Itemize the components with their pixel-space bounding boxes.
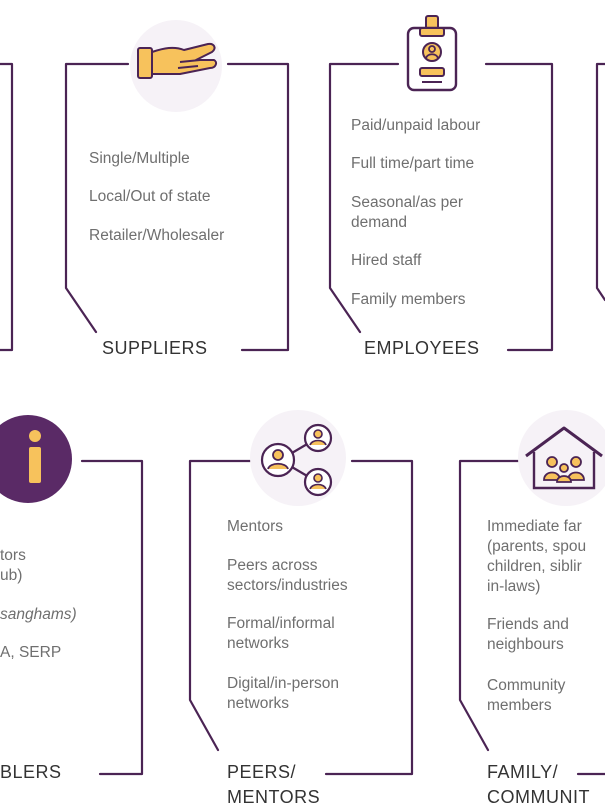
left-box-top-frame — [0, 62, 14, 352]
suppliers-frame-right — [226, 62, 290, 352]
suppliers-item: Local/Out of state — [89, 188, 211, 205]
enablers-item: A, SERP — [0, 644, 62, 661]
employees-item: Hired staff — [351, 252, 422, 269]
enablers-item: tors ub) — [0, 547, 26, 584]
employees-item: Paid/unpaid labour — [351, 117, 481, 134]
family-item: Friends and neighbours — [487, 616, 569, 653]
family-label: COMMUNIT — [487, 787, 590, 807]
peers-item: Peers across sectors/industries — [227, 557, 348, 594]
suppliers-item: Retailer/Wholesaler — [89, 227, 225, 244]
family-frame — [458, 459, 524, 752]
employees-item: Seasonal/as per demand — [351, 194, 464, 231]
family-item: Immediate far (parents, spou children, s… — [487, 518, 587, 595]
employees-item: Full time/part time — [351, 155, 475, 172]
peers-frame — [188, 459, 260, 752]
enablers-item: sanghams) — [0, 606, 77, 623]
house-family-icon — [525, 426, 603, 490]
hand-offering-icon — [137, 42, 218, 79]
suppliers-item: Single/Multiple — [89, 150, 190, 167]
family-label: FAMILY/ — [487, 762, 559, 782]
peers-frame-right — [324, 459, 414, 776]
info-icon — [0, 415, 72, 503]
employees-frame-right — [484, 62, 554, 352]
peers-item: Formal/informal networks — [227, 615, 335, 652]
right-box-top-frame — [595, 62, 605, 302]
peers-label: MENTORS — [227, 787, 321, 807]
family-icon-halo — [518, 410, 605, 506]
enablers-label: BLERS — [0, 762, 62, 782]
peers-item: Digital/in-person networks — [227, 675, 339, 712]
family-item: Community members — [487, 677, 566, 714]
employees-frame — [328, 62, 400, 334]
peers-item: Mentors — [227, 518, 283, 535]
suppliers-label: SUPPLIERS — [102, 338, 208, 358]
employees-label: EMPLOYEES — [364, 338, 480, 358]
id-badge-icon — [406, 15, 458, 92]
employees-item: Family members — [351, 291, 466, 308]
enablers-frame — [80, 459, 144, 776]
peers-label: PEERS/ — [227, 762, 297, 782]
network-people-icon — [260, 423, 333, 497]
suppliers-frame — [64, 62, 130, 334]
